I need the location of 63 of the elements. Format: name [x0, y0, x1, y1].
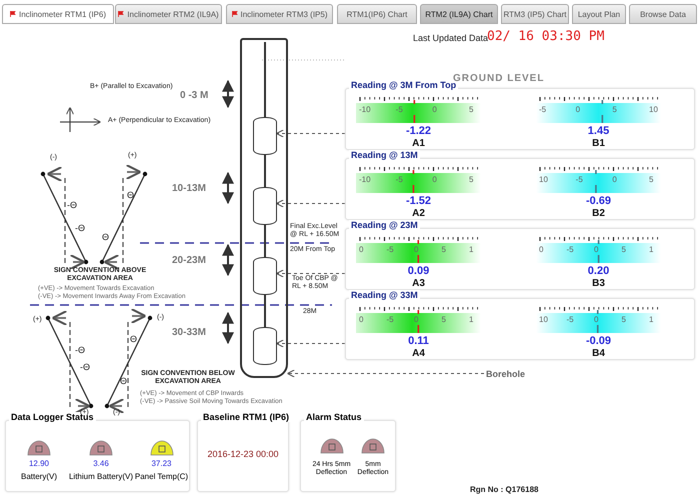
- depth-label: 0 -3 M: [180, 90, 208, 102]
- tab: Browse Data: [629, 4, 697, 24]
- probe-cylinder: [253, 327, 277, 365]
- lamp-reading: 3.46: [92, 459, 110, 468]
- probe-cylinder: [253, 117, 277, 155]
- tab: Layout Plan: [572, 4, 626, 24]
- reading-value: -1.52: [404, 195, 432, 208]
- angle-label: -Θ: [80, 362, 90, 372]
- reading-value: 1.45: [586, 125, 610, 138]
- panel-title: Baseline RTM1 (IP6): [201, 412, 292, 422]
- sensor-name: B4: [591, 348, 606, 360]
- reading-title: Reading @ 3M From Top: [349, 80, 458, 90]
- borehole-casing: [240, 38, 288, 378]
- registration-number: Rgn No : Q176188: [470, 485, 538, 494]
- reading-value: 0.11: [407, 335, 430, 348]
- tab: Inclinometer RTM1 (IP6): [2, 4, 114, 24]
- update-label: Last Updated Data: [413, 33, 488, 44]
- depth-label: 20-23M: [172, 255, 206, 266]
- sensor-name: A4: [411, 348, 426, 360]
- sensor-name: A1: [411, 138, 426, 150]
- panel-title: Alarm Status: [304, 412, 364, 422]
- lamp-reading: 37.23: [150, 459, 173, 468]
- update-time: 02/ 16 03:30 PM: [487, 30, 604, 45]
- lamp-label: Panel Temp(C): [134, 472, 189, 481]
- sensor-name: B2: [591, 208, 606, 220]
- reading-value: -0.09: [584, 335, 612, 348]
- arrow: [276, 199, 346, 208]
- reading-value: 0.20: [586, 265, 610, 278]
- angle-label: -Θ: [75, 223, 85, 234]
- arrow: [276, 339, 346, 348]
- angle-label: -Θ: [67, 200, 77, 210]
- tab: Inclinometer RTM2 (IL9A): [115, 4, 222, 24]
- lamp-label: Battery(V): [20, 472, 58, 481]
- reading-value: -0.69: [584, 195, 612, 208]
- reading-value: -1.22: [404, 125, 432, 138]
- reading-title: Reading @ 23M: [349, 220, 420, 230]
- angle-label: -Θ: [75, 345, 85, 356]
- sensor-name: B1: [591, 138, 606, 150]
- arrow: [286, 369, 484, 378]
- probe-cylinder: [253, 187, 277, 225]
- tab: RTM1(IP6) Chart: [337, 4, 417, 24]
- borehole-label: Borehole: [484, 369, 528, 380]
- depth-label: 30-33M: [172, 327, 206, 338]
- angle-label: Θ: [120, 376, 128, 386]
- probe-cylinder: [253, 257, 277, 295]
- angle-label: Θ: [130, 334, 138, 344]
- reading-value: 0.09: [406, 265, 430, 278]
- tab: Inclinometer RTM3 (IP5): [226, 4, 333, 24]
- arrow: [276, 129, 346, 138]
- baseline-date: 2016-12-23 00:00: [206, 449, 280, 460]
- tab: RTM2 (IL9A) Chart: [420, 4, 498, 24]
- reading-title: Reading @ 13M: [349, 150, 420, 160]
- lamp-label: Lithium Battery(V): [68, 472, 134, 481]
- reading-title: Reading @ 33M: [349, 290, 420, 300]
- depth-label: 10-13M: [172, 183, 206, 194]
- sensor-name: B3: [591, 278, 606, 290]
- sensor-name: A2: [411, 208, 426, 220]
- lamp-reading: 12.90: [28, 459, 50, 468]
- angle-label: Θ: [127, 190, 134, 200]
- tab: RTM3 (IP5) Chart: [501, 4, 569, 24]
- sensor-name: A3: [411, 278, 426, 290]
- angle-label: Θ: [102, 232, 110, 242]
- arrow: [276, 269, 346, 278]
